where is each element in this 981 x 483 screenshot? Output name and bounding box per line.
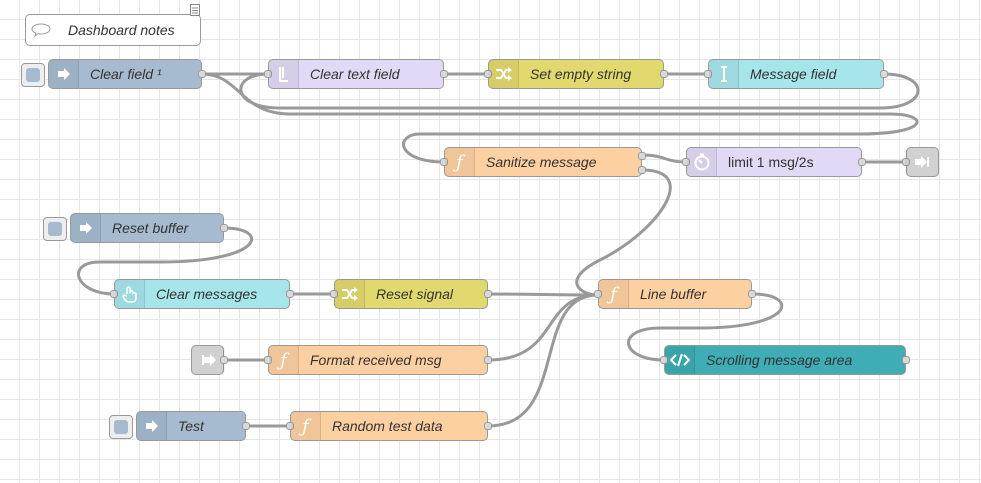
node-label: Clear messages (156, 286, 258, 302)
template-node-clear-text-field[interactable]: Clear text field (264, 59, 448, 89)
output-port[interactable] (748, 290, 756, 298)
input-port[interactable] (484, 70, 492, 78)
output-port[interactable] (286, 290, 294, 298)
function-icon: ƒ (269, 346, 299, 374)
output-port[interactable] (220, 356, 228, 364)
output-port[interactable] (880, 70, 888, 78)
inject-arrow-icon (49, 60, 79, 88)
change-node-reset-signal[interactable]: Reset signal (330, 279, 492, 309)
output-port-2[interactable] (638, 166, 646, 174)
comment-label: Dashboard notes (68, 22, 175, 38)
node-label: Sanitize message (486, 154, 597, 170)
node-label: Line buffer (640, 286, 707, 302)
input-port[interactable] (286, 422, 294, 430)
shuffle-icon (335, 280, 365, 308)
input-port[interactable] (902, 158, 910, 166)
input-port[interactable] (682, 158, 690, 166)
function-icon: ƒ (445, 148, 475, 176)
text-input-node-message-field[interactable]: Message field (704, 59, 888, 89)
link-in-icon (192, 346, 225, 374)
output-port[interactable] (484, 422, 492, 430)
input-port[interactable] (594, 290, 602, 298)
ui-template-node-scrolling-area[interactable]: Scrolling message area (660, 345, 910, 375)
node-label: Message field (750, 66, 837, 82)
output-port[interactable] (484, 290, 492, 298)
inject-arrow-icon (71, 214, 101, 242)
node-label: Set empty string (530, 66, 632, 82)
node-label: Scrolling message area (706, 352, 853, 368)
inject-arrow-icon (137, 412, 167, 440)
note-icon (190, 4, 200, 16)
change-node-set-empty-string[interactable]: Set empty string (484, 59, 668, 89)
function-node-line-buffer[interactable]: ƒ Line buffer (594, 279, 756, 309)
wire-format-to-line-buffer (487, 293, 599, 362)
wire-reset-buffer-to-clear-messages (77, 226, 254, 296)
output-port[interactable] (198, 70, 206, 78)
wire-message-field-loop (239, 72, 920, 110)
function-icon: ƒ (291, 412, 321, 440)
link-in-node[interactable] (191, 345, 228, 375)
wire-sanitize-to-line-buffer (575, 168, 672, 297)
node-label: Random test data (332, 418, 443, 434)
node-label: Format received msg (310, 352, 442, 368)
inject-button[interactable] (43, 217, 67, 241)
output-port[interactable] (484, 356, 492, 364)
code-icon (665, 346, 695, 374)
link-out-node[interactable] (902, 147, 939, 177)
inject-node-clear-field[interactable]: Clear field ¹ (21, 59, 206, 89)
wire-sanitize-to-limit (641, 153, 687, 164)
input-port[interactable] (330, 290, 338, 298)
node-label: Clear text field (310, 66, 400, 82)
input-port[interactable] (264, 70, 272, 78)
wire-random-to-line-buffer (487, 293, 599, 428)
shuffle-icon (489, 60, 519, 88)
bracket-icon (269, 60, 299, 88)
function-node-format-received[interactable]: ƒ Format received msg (264, 345, 492, 375)
output-port[interactable] (858, 158, 866, 166)
input-port[interactable] (440, 158, 448, 166)
function-node-sanitize-message[interactable]: ƒ Sanitize message (440, 147, 646, 177)
wire-line-buffer-to-scrolling (627, 292, 784, 362)
node-label: Clear field ¹ (90, 66, 162, 82)
comment-node[interactable]: Dashboard notes (25, 14, 201, 46)
wire-reset-signal-to-line-buffer (487, 292, 599, 297)
node-label: limit 1 msg/2s (728, 154, 814, 170)
output-port[interactable] (902, 356, 910, 364)
input-port[interactable] (110, 290, 118, 298)
node-label: Reset buffer (112, 220, 189, 236)
output-port[interactable] (440, 70, 448, 78)
output-port[interactable] (242, 422, 250, 430)
text-cursor-icon (709, 60, 739, 88)
inject-node-reset-buffer[interactable]: Reset buffer (43, 213, 228, 243)
output-port[interactable] (220, 224, 228, 232)
timer-icon (687, 148, 717, 176)
link-out-icon (905, 148, 938, 176)
function-node-random-test-data[interactable]: ƒ Random test data (286, 411, 492, 441)
input-port[interactable] (704, 70, 712, 78)
speech-bubble-icon (31, 23, 51, 37)
output-port-1[interactable] (638, 152, 646, 160)
function-icon: ƒ (599, 280, 629, 308)
button-node-clear-messages[interactable]: Clear messages (110, 279, 294, 309)
inject-button[interactable] (109, 415, 133, 439)
input-port[interactable] (264, 356, 272, 364)
input-port[interactable] (660, 356, 668, 364)
inject-button[interactable] (21, 63, 45, 87)
delay-node-limit[interactable]: limit 1 msg/2s (682, 147, 866, 177)
output-port[interactable] (660, 70, 668, 78)
inject-node-test[interactable]: Test (109, 411, 250, 441)
hand-pointer-icon (115, 280, 145, 308)
node-label: Test (178, 418, 204, 434)
node-label: Reset signal (376, 286, 454, 302)
